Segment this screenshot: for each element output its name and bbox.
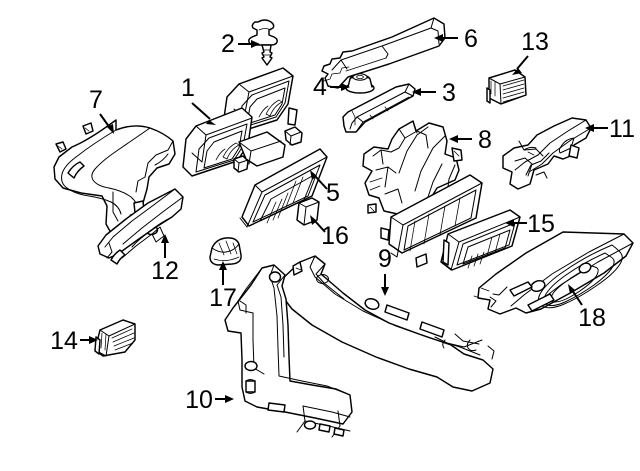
callout-3: 3	[412, 79, 456, 107]
part-tapered-side-duct	[97, 188, 184, 265]
callout-2: 2	[221, 30, 260, 58]
callout-11-arrowhead	[585, 124, 594, 132]
callout-9-arrowhead	[381, 287, 389, 296]
callout-1-arrowhead	[206, 120, 216, 125]
part-corner-demister-vent-left	[94, 319, 136, 357]
callout-13-arrowhead	[512, 68, 522, 75]
callout-10: 10	[185, 386, 234, 414]
callout-9-label: 9	[378, 245, 392, 273]
part-center-air-vent-grille-left	[182, 67, 303, 177]
callout-18-leader	[571, 289, 583, 306]
callout-1-leader	[191, 102, 211, 120]
callout-17: 17	[209, 261, 237, 312]
callout-8: 8	[449, 126, 492, 154]
callout-13-leader	[516, 55, 529, 70]
callout-5-arrowhead	[310, 170, 317, 180]
callout-2-label: 2	[221, 30, 235, 58]
callout-14-label: 14	[50, 327, 78, 355]
part-rear-floor-duct-panel	[473, 231, 634, 315]
callout-11-label: 11	[609, 115, 635, 143]
part-side-window-demister-vent	[486, 69, 527, 105]
callout-14-arrowhead	[89, 336, 98, 344]
callout-16-arrowhead	[310, 215, 317, 225]
callout-16-leader	[314, 220, 326, 233]
callout-4-label: 4	[313, 73, 327, 101]
callout-2-arrowhead	[251, 40, 260, 48]
callout-1-label: 1	[181, 74, 195, 102]
part-side-dash-air-vent-grille-right	[440, 209, 521, 271]
callout-7-leader	[99, 113, 111, 129]
callout-18: 18	[568, 284, 606, 332]
part-side-defroster-bracket-right	[502, 117, 592, 190]
callout-16-label: 16	[321, 222, 349, 250]
callout-7-arrowhead	[107, 124, 114, 134]
callout-3-arrowhead	[412, 88, 421, 96]
callout-16: 16	[310, 215, 349, 250]
callout-4: 4	[313, 73, 350, 101]
callout-12-label: 12	[151, 257, 179, 285]
callout-5-label: 5	[326, 179, 340, 207]
callout-7-label: 7	[89, 86, 103, 114]
callout-17-arrowhead	[219, 261, 227, 270]
callout-11: 11	[585, 115, 635, 143]
callout-6-label: 6	[464, 25, 478, 53]
part-rubber-cap-grommet	[209, 237, 242, 266]
callout-12-arrowhead	[161, 234, 169, 243]
callout-6: 6	[434, 25, 478, 53]
callout-10-arrowhead	[225, 395, 234, 403]
callout-8-label: 8	[478, 126, 492, 154]
callout-17-label: 17	[209, 284, 237, 312]
callout-5-leader	[314, 175, 328, 190]
part-windshield-defroster-duct	[321, 17, 446, 89]
callout-9: 9	[378, 245, 392, 296]
part-center-dash-air-vent-grille	[239, 148, 328, 228]
callout-layer: 1 2 3 4	[50, 25, 635, 414]
callout-15-arrowhead	[505, 219, 514, 227]
callout-1: 1	[181, 74, 216, 125]
part-vertical-support-bracket	[224, 264, 353, 438]
callout-8-arrowhead	[449, 135, 458, 143]
callout-13-label: 13	[521, 28, 549, 56]
callout-18-label: 18	[578, 304, 606, 332]
part-push-pin-clip-fastener	[248, 19, 278, 66]
callout-7: 7	[89, 86, 114, 134]
callout-15: 15	[505, 210, 555, 238]
callout-10-label: 10	[185, 386, 213, 414]
callout-5: 5	[310, 170, 340, 207]
callout-14: 14	[50, 327, 98, 355]
callout-3-label: 3	[442, 79, 456, 107]
callout-12: 12	[151, 234, 179, 285]
callout-18-arrowhead	[568, 284, 575, 294]
callout-13: 13	[512, 28, 549, 75]
part-floor-duct-bracket-long	[278, 255, 495, 392]
part-center-duct-distribution-assembly	[362, 120, 483, 268]
part-upper-defroster-duct-trim	[342, 83, 416, 133]
callout-6-arrowhead	[434, 34, 443, 42]
callout-4-arrowhead	[341, 83, 350, 91]
callout-15-label: 15	[527, 210, 555, 238]
